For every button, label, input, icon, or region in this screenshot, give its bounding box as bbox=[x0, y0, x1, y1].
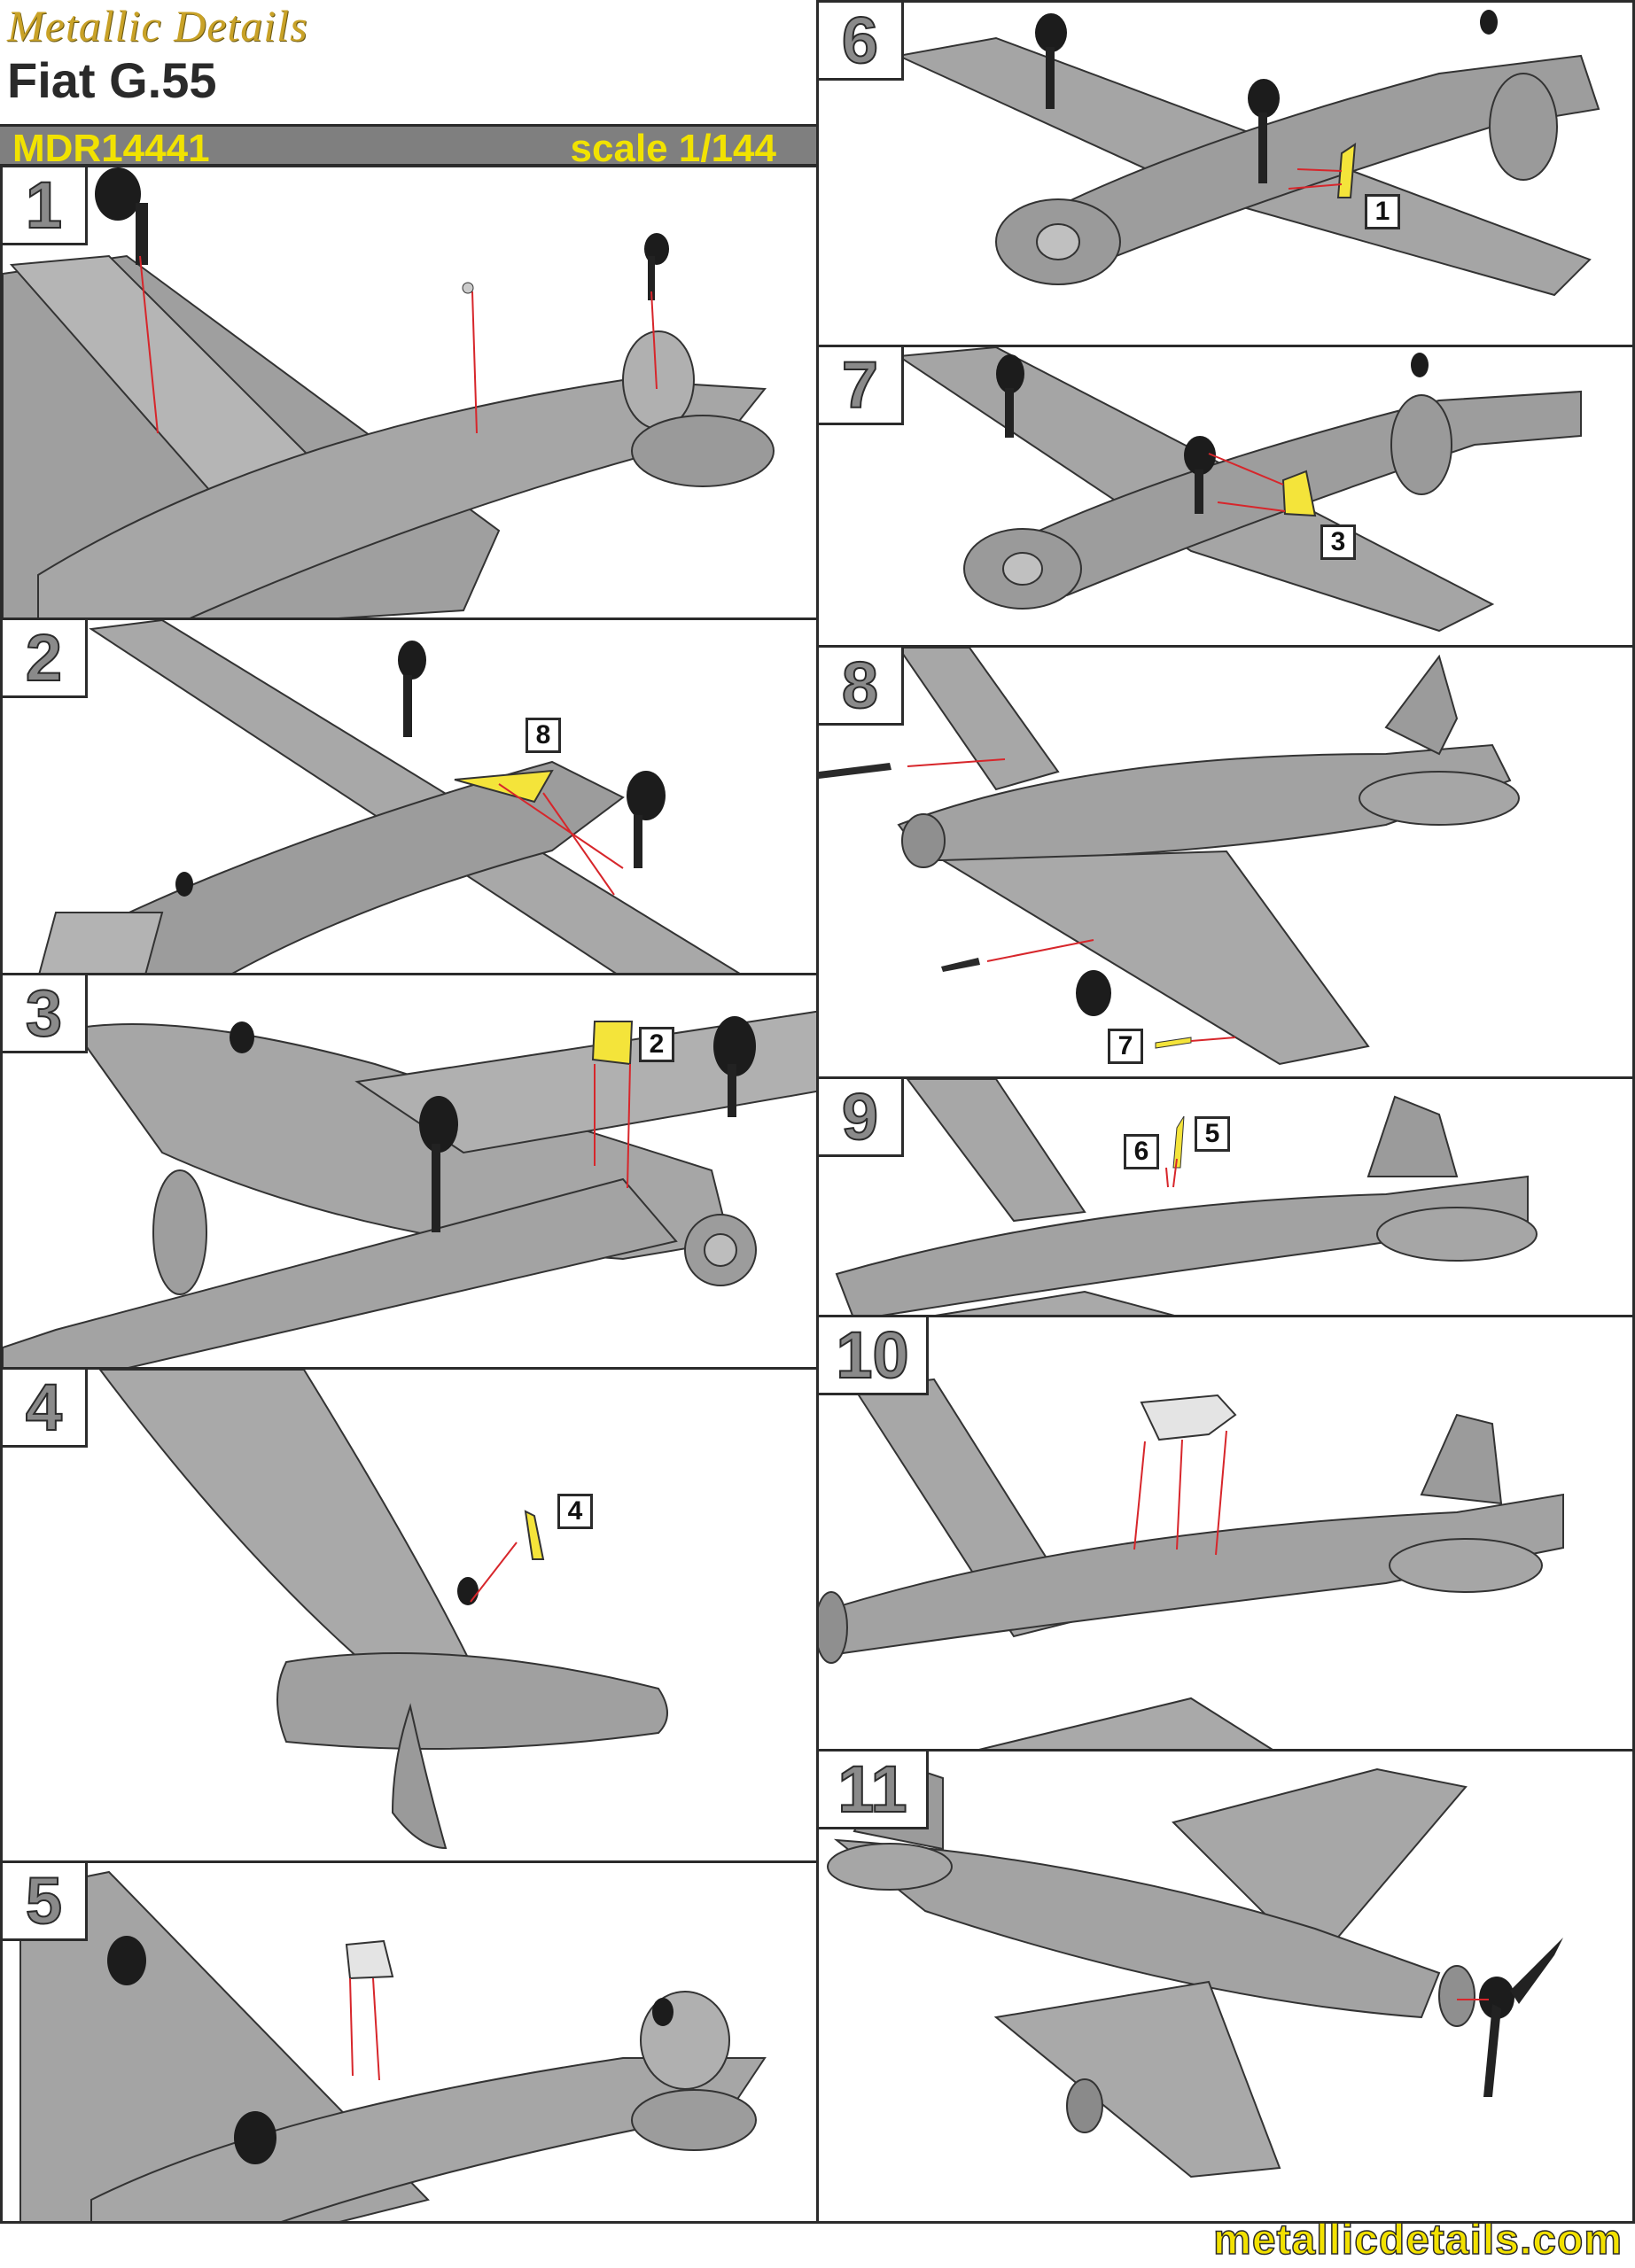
step-10-illustration bbox=[819, 1378, 1564, 1749]
step-number: 6 bbox=[819, 3, 904, 81]
kit-info-band: MDR14441 scale 1/144 bbox=[0, 124, 819, 170]
step-3-panel: 3 2 bbox=[0, 973, 819, 1370]
step-7-panel: 7 3 bbox=[816, 345, 1635, 648]
step-1-panel: 1 bbox=[0, 165, 819, 620]
step-3-illustration bbox=[3, 1010, 816, 1367]
step-number: 7 bbox=[819, 347, 904, 425]
kit-code: MDR14441 bbox=[12, 127, 210, 170]
footer-website[interactable]: metallicdetails.com bbox=[1212, 2216, 1623, 2264]
step-9-illustration bbox=[835, 1079, 1538, 1315]
step-number: 10 bbox=[819, 1317, 929, 1395]
step-8-illustration bbox=[819, 648, 1520, 1066]
step-8-panel: 8 7 bbox=[816, 645, 1635, 1079]
step-4-illustration bbox=[98, 1370, 668, 1850]
part-callout: 3 bbox=[1320, 524, 1356, 560]
part-callout: 1 bbox=[1365, 194, 1400, 229]
part-callout: 4 bbox=[557, 1494, 593, 1529]
step-number: 1 bbox=[3, 167, 88, 245]
part-callout: 7 bbox=[1108, 1029, 1143, 1064]
part-callout: 8 bbox=[526, 718, 561, 753]
model-title: Fiat G.55 bbox=[7, 52, 217, 108]
part-callout: 5 bbox=[1195, 1116, 1230, 1152]
step-6-illustration bbox=[895, 10, 1600, 297]
step-number: 9 bbox=[819, 1079, 904, 1157]
step-6-panel: 6 1 bbox=[816, 0, 1635, 347]
step-9-panel: 9 6 5 bbox=[816, 1076, 1635, 1317]
step-4-panel: 4 4 bbox=[0, 1367, 819, 1863]
step-number: 2 bbox=[3, 620, 88, 698]
part-callout: 6 bbox=[1124, 1134, 1159, 1169]
step-2-panel: 2 8 bbox=[0, 617, 819, 975]
brand-logo: Metallic Details bbox=[7, 1, 308, 50]
step-5-illustration bbox=[19, 1870, 767, 2221]
step-number: 3 bbox=[3, 975, 88, 1053]
step-number: 8 bbox=[819, 648, 904, 726]
step-number: 5 bbox=[3, 1863, 88, 1941]
part-callout: 2 bbox=[639, 1027, 674, 1062]
kit-scale: scale 1/144 bbox=[570, 127, 776, 170]
step-2-illustration bbox=[38, 620, 741, 973]
step-5-panel: 5 bbox=[0, 1860, 819, 2224]
step-7-illustration bbox=[896, 347, 1582, 633]
step-1-illustration bbox=[3, 167, 775, 617]
step-number: 11 bbox=[819, 1751, 929, 1829]
step-11-illustration bbox=[827, 1759, 1563, 2179]
step-number: 4 bbox=[3, 1370, 88, 1448]
step-11-panel: 11 bbox=[816, 1749, 1635, 2224]
step-10-panel: 10 bbox=[816, 1315, 1635, 1751]
